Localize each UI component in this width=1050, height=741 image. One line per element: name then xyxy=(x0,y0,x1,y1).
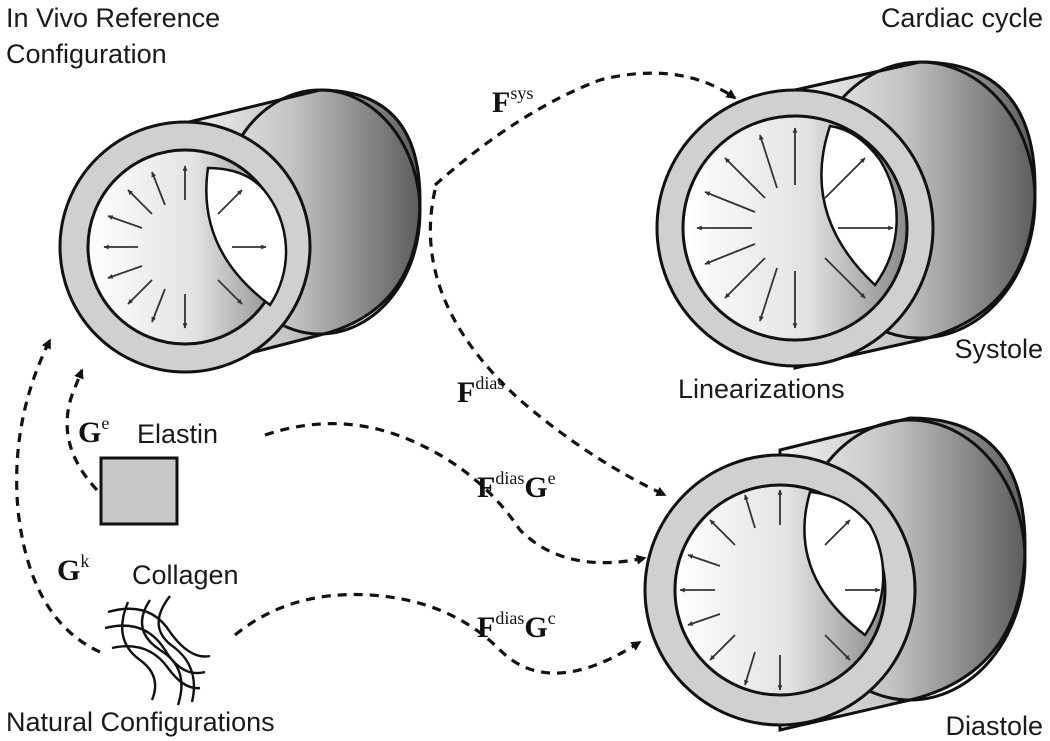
f-dias-g-e-label: FdiasGe xyxy=(477,468,556,504)
arrow-f-dias-g-c xyxy=(233,592,642,675)
elastin-label: Elastin xyxy=(137,419,218,449)
diastole-label: Diastole xyxy=(945,711,1043,741)
arrow-g-e xyxy=(65,368,99,492)
arrow-f-dias-g-e xyxy=(264,422,647,565)
systole-cylinder xyxy=(655,60,1037,370)
diastole-cylinder xyxy=(643,416,1027,732)
arrow-f-dias xyxy=(428,189,667,497)
f-sys-label: Fsys xyxy=(492,83,533,119)
systole-label: Systole xyxy=(954,334,1043,364)
collagen-label: Collagen xyxy=(132,560,239,590)
reference-title-line1: In Vivo Reference xyxy=(6,3,220,33)
natural-configurations-label: Natural Configurations xyxy=(6,707,275,737)
g-e-label: Ge xyxy=(78,413,109,449)
mapping-arrows xyxy=(15,71,737,675)
reference-cylinder xyxy=(58,88,422,374)
f-dias-g-c-label: FdiasGc xyxy=(477,608,556,644)
arrow-g-k xyxy=(15,338,101,654)
reference-title-line2: Configuration xyxy=(6,39,167,69)
cardiac-cycle-label: Cardiac cycle xyxy=(881,3,1043,33)
elastin-square xyxy=(99,456,179,526)
pressure-arrows xyxy=(103,165,267,329)
collagen-fibers xyxy=(104,595,211,706)
pressure-arrows xyxy=(679,489,881,691)
arrow-f-sys xyxy=(433,71,737,187)
g-k-label: Gk xyxy=(57,551,89,587)
pressure-arrows xyxy=(696,127,894,329)
linearizations-label: Linearizations xyxy=(678,374,845,404)
f-dias-label: Fdias xyxy=(457,373,504,409)
